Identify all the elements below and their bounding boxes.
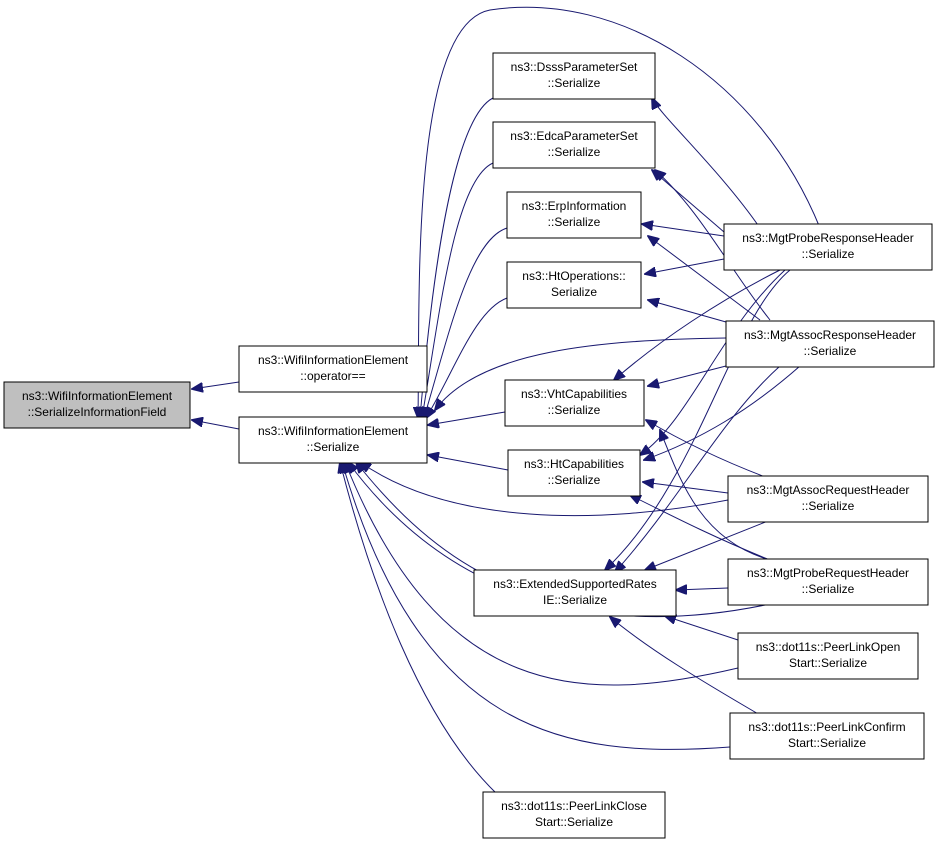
edge-close-to-wie (340, 462, 498, 795)
edge-htcap-to-wie (428, 455, 509, 471)
node-edca-line1: ns3::EdcaParameterSet (510, 129, 638, 143)
node-open[interactable]: ns3::dot11s::PeerLinkOpen Start::Seriali… (737, 632, 919, 680)
node-probereq[interactable]: ns3::MgtProbeRequestHeader ::Serialize (727, 558, 929, 606)
node-close-line1: ns3::dot11s::PeerLinkClose (501, 799, 647, 813)
node-operator-eq[interactable]: ns3::WifiInformationElement ::operator== (238, 345, 428, 393)
edge-extrates-to-wie (356, 462, 481, 573)
node-edca-line2: ::Serialize (548, 145, 601, 159)
node-htop-line2: Serialize (551, 285, 597, 299)
node-probereq-line2: ::Serialize (802, 582, 855, 596)
node-dsss-line1: ns3::DsssParameterSet (511, 60, 638, 74)
node-open-line2: Start::Serialize (789, 656, 867, 670)
node-htop[interactable]: ns3::HtOperations:: Serialize (506, 261, 642, 309)
node-dsss[interactable]: ns3::DsssParameterSet ::Serialize (492, 52, 656, 100)
node-assocreq-line2: ::Serialize (802, 499, 855, 513)
node-vht-line2: ::Serialize (548, 403, 601, 417)
node-confirm-line2: Start::Serialize (788, 736, 866, 750)
node-confirm[interactable]: ns3::dot11s::PeerLinkConfirm Start::Seri… (729, 712, 925, 760)
node-assocreq-line1: ns3::MgtAssocRequestHeader (747, 483, 910, 497)
edge-proberesp-to-wie (418, 6, 821, 418)
node-root[interactable]: ns3::WifiInformationElement ::SerializeI… (3, 381, 191, 429)
edge-assocresp-to-edca (655, 170, 771, 321)
node-confirm-line1: ns3::dot11s::PeerLinkConfirm (748, 720, 905, 734)
edge-probereq-to-extrates (676, 588, 729, 590)
node-wie-serialize-line2: ::Serialize (307, 440, 360, 454)
edge-vht-to-wie (428, 411, 506, 425)
node-assocreq[interactable]: ns3::MgtAssocRequestHeader ::Serialize (727, 475, 929, 523)
edge-confirm-to-extrates (610, 617, 761, 716)
node-proberesp[interactable]: ns3::MgtProbeResponseHeader ::Serialize (723, 223, 933, 271)
node-root-line2: ::SerializeInformationField (28, 405, 167, 419)
edge-operator-to-root (192, 381, 240, 389)
edge-assocreq-to-wie (360, 462, 729, 517)
node-vht[interactable]: ns3::VhtCapabilities ::Serialize (504, 379, 645, 427)
node-proberesp-line2: ::Serialize (802, 247, 855, 261)
node-htcap-line1: ns3::HtCapabilities (524, 457, 624, 471)
node-htcap-line2: ::Serialize (548, 473, 601, 487)
edge-proberesp-to-dsss (652, 98, 761, 229)
edge-proberesp-to-htop (645, 258, 725, 274)
node-close[interactable]: ns3::dot11s::PeerLinkClose Start::Serial… (482, 791, 666, 839)
node-open-line1: ns3::dot11s::PeerLinkOpen (756, 640, 901, 654)
edge-proberesp-to-erp (642, 224, 725, 237)
edge-assocreq-to-vht (646, 420, 769, 479)
node-erp[interactable]: ns3::ErpInformation ::Serialize (506, 191, 642, 239)
edge-assocresp-to-wie (435, 337, 727, 410)
edge-htop-to-wie (426, 297, 508, 418)
node-htcap[interactable]: ns3::HtCapabilities ::Serialize (507, 449, 641, 497)
edge-assocresp-to-vht (648, 365, 727, 386)
node-assocresp[interactable]: ns3::MgtAssocResponseHeader ::Serialize (725, 320, 935, 368)
edge-assocresp-to-erp (648, 236, 761, 321)
edge-proberesp-to-vht (614, 269, 781, 380)
node-htop-line1: ns3::HtOperations:: (522, 269, 625, 283)
edge-probereq-to-htcap (630, 495, 771, 561)
node-dsss-line2: ::Serialize (548, 76, 601, 90)
edge-confirm-to-wie (342, 462, 731, 750)
edge-assocresp-to-extrates (615, 365, 781, 572)
node-probereq-line1: ns3::MgtProbeRequestHeader (747, 566, 909, 580)
node-operator-eq-line2: ::operator== (300, 369, 365, 383)
edge-serialize-to-root (192, 420, 240, 430)
edge-open-to-wie (345, 462, 739, 686)
node-assocresp-line2: ::Serialize (804, 344, 857, 358)
edge-assocresp-to-htcap (644, 365, 801, 460)
node-erp-line1: ns3::ErpInformation (522, 199, 627, 213)
edge-open-to-extrates (665, 616, 739, 641)
edge-proberesp-to-edca (652, 170, 725, 233)
edge-proberesp-to-extrates (605, 269, 791, 570)
edge-dsss-to-wie (420, 97, 494, 418)
edge-erp-to-wie (424, 227, 508, 418)
node-wie-serialize-line1: ns3::WifiInformationElement (258, 424, 409, 438)
node-root-line1: ns3::WifiInformationElement (22, 389, 173, 403)
node-operator-eq-line1: ns3::WifiInformationElement (258, 353, 409, 367)
node-assocresp-line1: ns3::MgtAssocResponseHeader (744, 328, 916, 342)
edge-proberesp-to-htcap (640, 269, 786, 455)
node-erp-line2: ::Serialize (548, 215, 601, 229)
node-wie-serialize[interactable]: ns3::WifiInformationElement ::Serialize (238, 416, 428, 464)
edge-assocreq-to-extrates (645, 520, 769, 570)
node-extrates-line2: IE::Serialize (543, 593, 607, 607)
edge-assocresp-to-htop (648, 300, 727, 323)
edge-edca-to-wie (422, 162, 494, 418)
node-extrates[interactable]: ns3::ExtendedSupportedRates IE::Serializ… (473, 569, 677, 617)
node-proberesp-line1: ns3::MgtProbeResponseHeader (742, 231, 913, 245)
node-close-line2: Start::Serialize (535, 815, 613, 829)
node-extrates-line1: ns3::ExtendedSupportedRates (493, 577, 656, 591)
node-edca[interactable]: ns3::EdcaParameterSet ::Serialize (492, 121, 656, 169)
node-vht-line1: ns3::VhtCapabilities (521, 387, 627, 401)
